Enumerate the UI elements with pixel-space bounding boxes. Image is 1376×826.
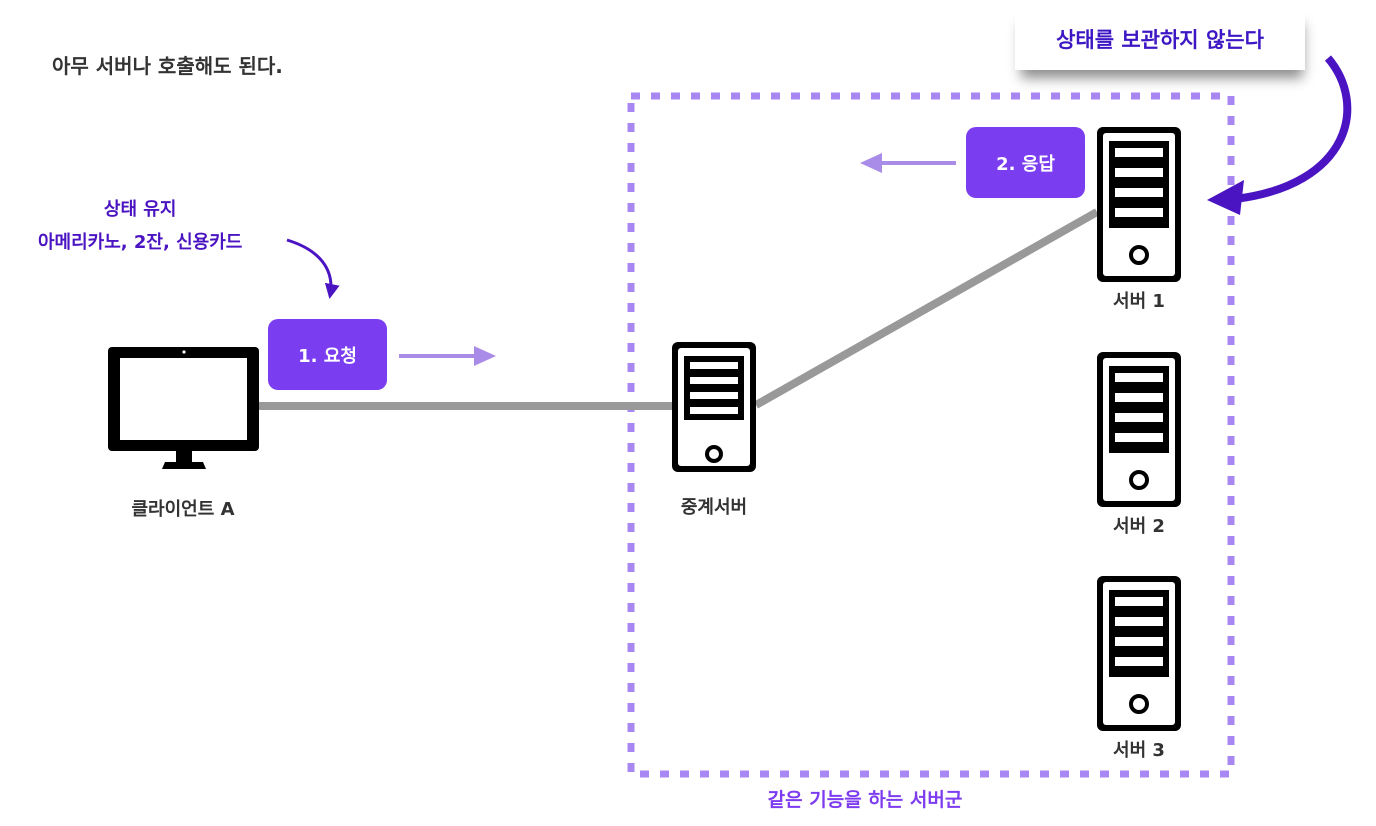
server-group-caption: 같은 기능을 하는 서버군	[767, 789, 963, 811]
response-label: 2. 응답	[966, 127, 1085, 198]
stateless-callout: 상태를 보관하지 않는다	[1015, 8, 1305, 70]
client-label: 클라이언트 A	[131, 499, 235, 520]
state-note-detail: 아메리카노, 2잔, 신용카드	[38, 232, 243, 253]
server-2-icon	[1097, 352, 1181, 507]
server-3-icon	[1097, 576, 1181, 731]
callout-curve-arrow-icon	[1234, 55, 1352, 203]
server-1-icon	[1097, 127, 1181, 282]
relay-server-label: 중계서버	[680, 497, 748, 518]
state-curve-arrow-icon	[286, 238, 340, 299]
relay-server-icon	[672, 342, 756, 472]
headline: 아무 서버나 호출해도 된다.	[52, 54, 283, 78]
server-1-label: 서버 1	[1113, 291, 1165, 312]
state-note-title: 상태 유지	[103, 199, 177, 220]
server-2-label: 서버 2	[1113, 516, 1165, 537]
state-note: 상태 유지 아메리카노, 2잔, 신용카드	[38, 193, 242, 259]
request-arrow-icon	[399, 346, 496, 366]
server-group-boundary	[627, 92, 1235, 778]
relay-server1-connector	[754, 208, 1099, 409]
request-label: 1. 요청	[268, 319, 387, 390]
callout-arrowhead-icon	[1207, 180, 1244, 215]
monitor-icon	[108, 347, 259, 469]
response-arrow-icon	[860, 153, 956, 173]
server-3-label: 서버 3	[1113, 740, 1165, 761]
